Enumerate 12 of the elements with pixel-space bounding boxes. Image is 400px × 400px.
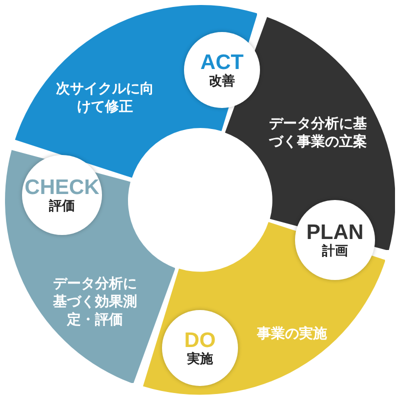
phase-subtitle: 評価	[49, 198, 75, 214]
segment-text: データ分析に基づく効果測定・評価	[52, 274, 138, 330]
segment-text: データ分析に基づく事業の立案	[268, 114, 368, 152]
phase-subtitle: 改善	[209, 74, 235, 90]
phase-name: CHECK	[24, 176, 100, 199]
phase-subtitle: 実施	[187, 352, 213, 368]
phase-subtitle: 計画	[322, 244, 348, 260]
phase-name: PLAN	[306, 220, 364, 244]
phase-name: DO	[184, 328, 216, 352]
segment-text: 事業の実施	[256, 324, 328, 344]
phase-name: ACT	[200, 50, 244, 74]
segment-text: 次サイクルに向けて修正	[54, 80, 155, 116]
